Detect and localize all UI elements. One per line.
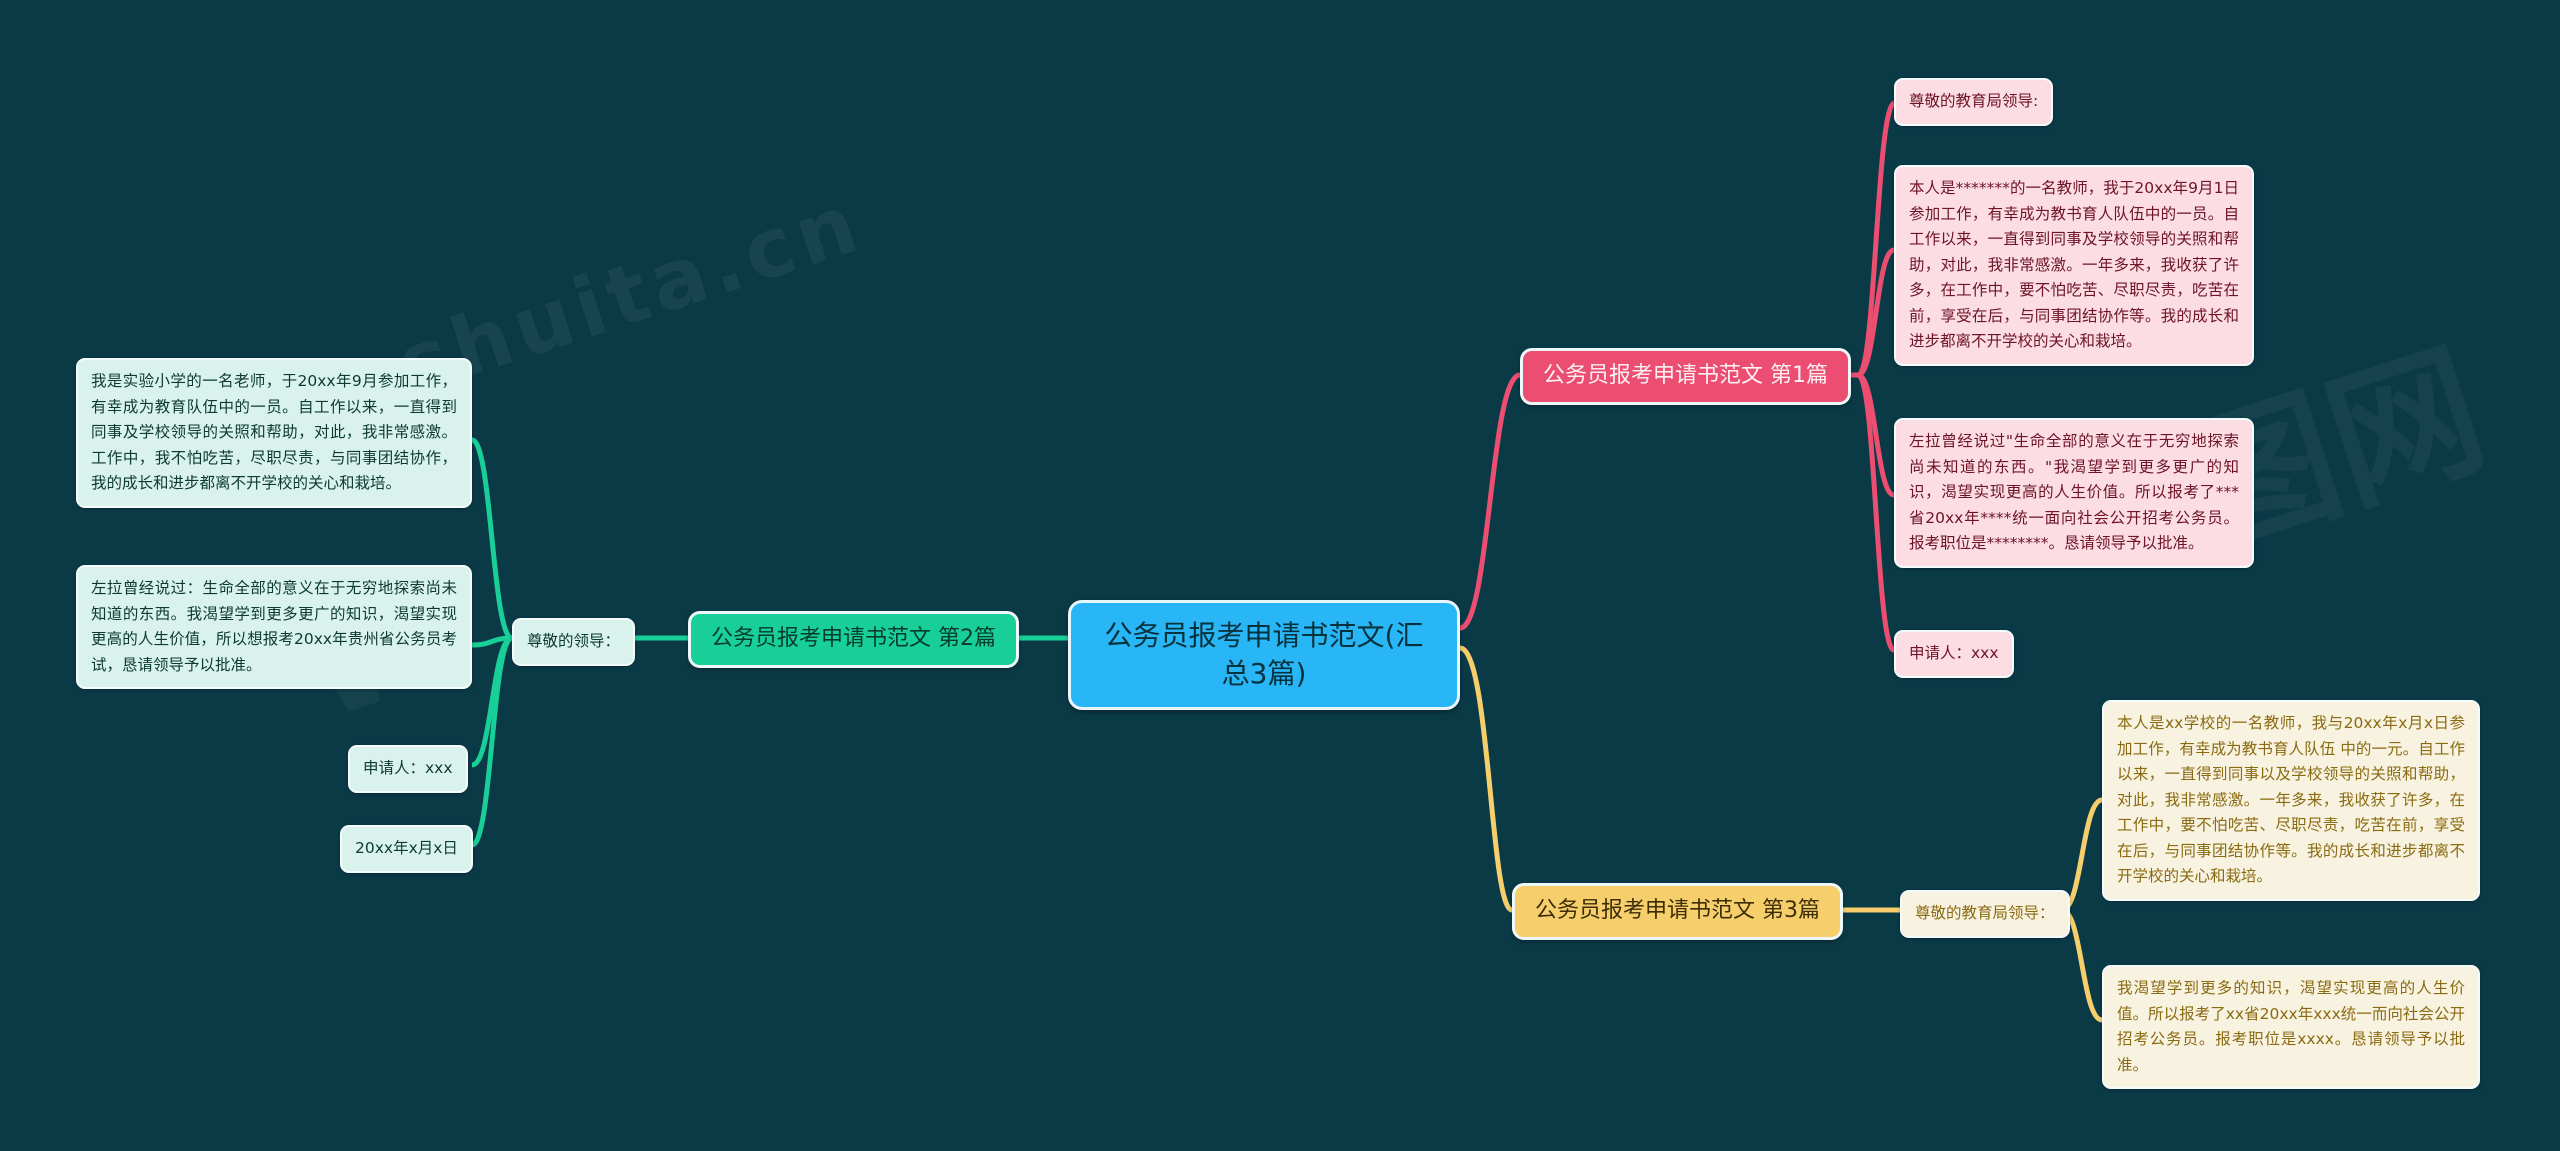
branch-node-2[interactable]: 公务员报考申请书范文 第2篇 [688,611,1019,668]
branch-node-3[interactable]: 公务员报考申请书范文 第3篇 [1512,883,1843,940]
leaf-b1-salutation[interactable]: 尊敬的教育局领导: [1894,78,2054,126]
leaf-b1-body-2[interactable]: 左拉曾经说过"生命全部的意义在于无穷地探索尚未知道的东西。"我渴望学到更多更广的… [1894,418,2254,568]
leaf-b2-body-2[interactable]: 左拉曾经说过：生命全部的意义在于无穷地探索尚未知道的东西。我渴望学到更多更广的知… [76,565,472,690]
leaf-b3-salutation[interactable]: 尊敬的教育局领导： [1900,890,2070,938]
leaf-b2-date[interactable]: 20xx年x月x日 [340,825,473,873]
leaf-b3-body-1[interactable]: 本人是xx学校的一名教师，我与20xx年x月x日参加工作，有幸成为教书育人队伍 … [2102,700,2480,901]
leaf-b2-signature[interactable]: 申请人：xxx [348,745,468,793]
leaf-b2-salutation[interactable]: 尊敬的领导： [512,618,636,666]
leaf-b2-body-1[interactable]: 我是实验小学的一名老师，于20xx年9月参加工作，有幸成为教育队伍中的一员。自工… [76,358,472,508]
leaf-b1-body-1[interactable]: 本人是*******的一名教师，我于20xx年9月1日参加工作，有幸成为教书育人… [1894,165,2254,366]
branch-node-1[interactable]: 公务员报考申请书范文 第1篇 [1520,348,1851,405]
central-topic[interactable]: 公务员报考申请书范文(汇总3篇) [1068,600,1460,710]
leaf-b1-signature[interactable]: 申请人：xxx [1894,630,2014,678]
leaf-b3-body-2[interactable]: 我渴望学到更多的知识，渴望实现更高的人生价值。所以报考了xx省20xx年xxx统… [2102,965,2480,1090]
